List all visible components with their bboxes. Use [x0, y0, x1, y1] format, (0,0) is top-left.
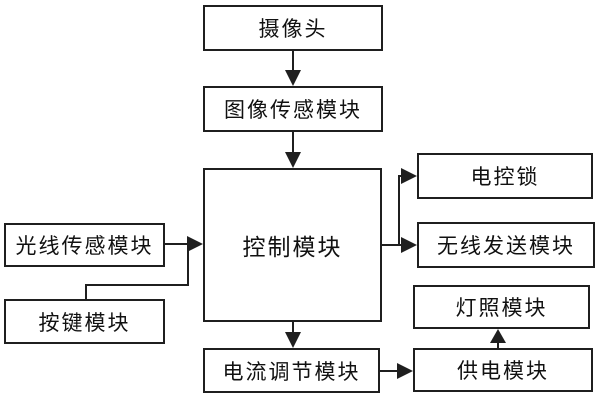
arrowhead-right-icon [401, 168, 417, 184]
arrowhead-right-icon [187, 236, 203, 252]
node-key-module: 按键模块 [4, 299, 165, 344]
connector-key-join [187, 244, 189, 286]
connector-control-to-current [292, 322, 294, 334]
connector-branch-to-lock [398, 175, 403, 177]
connector-branch-vertical [398, 175, 400, 246]
arrowhead-right-icon [401, 237, 417, 253]
node-electric-lock: 电控锁 [417, 153, 593, 199]
node-camera: 摄像头 [203, 5, 383, 51]
connector-light-sensor-to-control [164, 243, 189, 245]
connector-key-horizontal [85, 284, 189, 286]
connector-image-sensor-to-control [292, 132, 294, 154]
connector-key-vertical [85, 284, 87, 300]
arrowhead-up-icon [490, 329, 506, 343]
node-image-sensor: 图像传感模块 [203, 86, 383, 132]
arrowhead-down-icon [285, 332, 301, 348]
node-light-sensor: 光线传感模块 [4, 223, 165, 267]
connector-control-right [382, 244, 400, 246]
node-power-supply: 供电模块 [413, 348, 593, 392]
connector-current-to-power [380, 370, 399, 372]
connector-branch-to-wireless [398, 244, 403, 246]
connector-power-to-lighting [497, 341, 499, 348]
arrowhead-down-icon [285, 152, 301, 168]
node-lighting: 灯照模块 [413, 285, 590, 329]
node-wireless-send: 无线发送模块 [417, 222, 595, 268]
arrowhead-down-icon [285, 70, 301, 86]
connector-camera-to-image-sensor [292, 51, 294, 72]
node-current-adjust: 电流调节模块 [203, 348, 380, 393]
node-control-module: 控制模块 [203, 168, 382, 322]
arrowhead-right-icon [397, 363, 413, 379]
